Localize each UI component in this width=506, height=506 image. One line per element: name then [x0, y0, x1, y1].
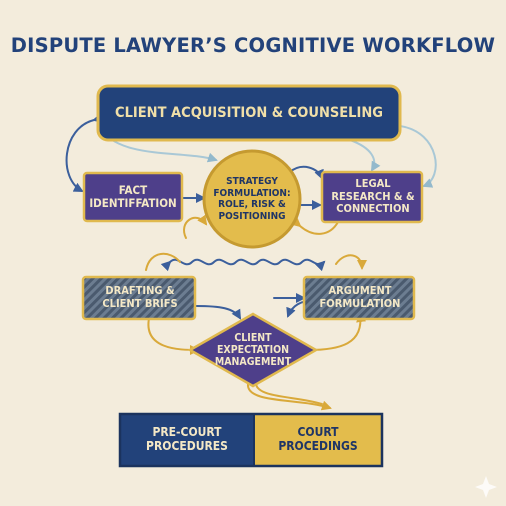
connector-acquisition-fact	[65, 113, 103, 192]
node-fact-identification	[82, 171, 184, 223]
connector-gold-right	[290, 216, 339, 235]
connector-gold-top-diamond	[145, 252, 181, 271]
node-argument	[302, 275, 416, 321]
label-strategy: STRATEGY FORMULATION: ROLE, RISK & POSIT…	[213, 176, 291, 222]
label-drafting: DRAFTING & CLIENT BRIFS	[102, 284, 178, 310]
label-argument: ARGUMENT FORMULATION	[319, 284, 401, 310]
page-title: DISPUTE LAWYER’S COGNITIVE WORKFLOW	[10, 34, 496, 57]
connector-expectation-court	[246, 383, 332, 411]
label-client-expectation: CLIENT EXPECTATION MANAGEMENT	[214, 331, 292, 369]
node-client-acquisition	[96, 84, 402, 142]
connector-wave	[160, 258, 326, 272]
label-client-acquisition: CLIENT ACQUISITION & COUNSELING	[115, 104, 383, 121]
connector-strategy-research-top	[280, 165, 324, 181]
node-court	[253, 413, 383, 467]
label-legal-research: LEGAL RESEARCH & & CONNECTION	[331, 177, 415, 216]
connector-gold-top-right	[335, 254, 367, 270]
connector-acquisition-research-2	[349, 139, 381, 172]
node-client-expectation	[187, 312, 319, 388]
node-strategy	[202, 149, 302, 249]
connector-expectation-court-2	[255, 383, 323, 405]
connector-drafting-expectation	[195, 305, 242, 320]
label-court: COURT PROCEDINGS	[278, 425, 358, 453]
label-fact-identification: FACT IDENTIFFATION	[89, 182, 177, 210]
label-pre-court: PRE-COURT PROCEDURES	[146, 425, 228, 453]
connector-gold-left	[183, 214, 208, 239]
sparkle-icon	[475, 476, 497, 498]
node-drafting	[81, 275, 197, 321]
node-legal-research	[320, 170, 424, 224]
connector-acquisition-research	[399, 125, 437, 188]
